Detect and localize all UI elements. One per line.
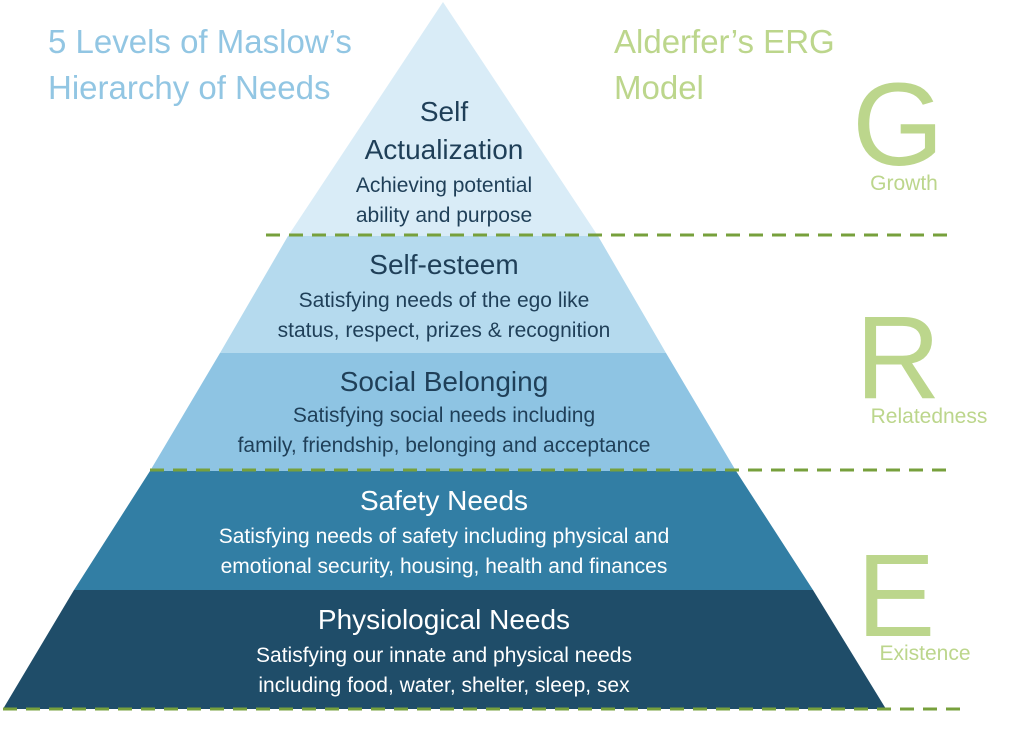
- level-self-esteem-desc-line-2: status, respect, prizes & recognition: [278, 319, 611, 342]
- level-physiological-needs-desc-line-2: including food, water, shelter, sleep, s…: [258, 674, 630, 697]
- maslow-title-line-1: 5 Levels of Maslow’s: [48, 23, 352, 60]
- level-safety-needs-title: Safety Needs: [360, 485, 528, 516]
- level-physiological-needs-desc-line-1: Satisfying our innate and physical needs: [256, 644, 632, 667]
- erg-letter-e: E: [857, 530, 936, 662]
- level-self-actualization-desc-line-1: Achieving potential: [356, 174, 532, 197]
- level-social-belonging-desc-line-1: Satisfying social needs including: [293, 404, 595, 427]
- level-self-actualization-title-line-2: Actualization: [365, 134, 524, 165]
- level-self-esteem-title: Self-esteem: [369, 249, 518, 280]
- level-safety-needs-desc-line-2: emotional security, housing, health and …: [221, 555, 668, 578]
- erg-label-relatedness: Relatedness: [871, 405, 988, 428]
- level-social-belonging-desc-line-2: family, friendship, belonging and accept…: [238, 434, 651, 457]
- level-self-actualization-desc-line-2: ability and purpose: [356, 204, 532, 227]
- level-social-belonging-band: [150, 353, 736, 471]
- level-self-actualization-title: Self: [420, 96, 468, 127]
- maslow-title-line-2: Hierarchy of Needs: [48, 69, 330, 106]
- level-physiological-needs-title: Physiological Needs: [318, 604, 570, 635]
- erg-letter-g: G: [852, 59, 944, 191]
- level-self-actualization-band: [288, 2, 598, 236]
- erg-title-line-1: Alderfer’s ERG: [614, 23, 835, 60]
- erg-letter-r: R: [855, 292, 940, 424]
- level-safety-needs-band: [74, 471, 813, 590]
- level-physiological-needs-band: [3, 590, 886, 709]
- erg-label-growth: Growth: [870, 172, 938, 195]
- level-social-belonging-title: Social Belonging: [340, 366, 549, 397]
- erg-label-existence: Existence: [879, 642, 970, 665]
- level-self-esteem-desc-line-1: Satisfying needs of the ego like: [299, 289, 590, 312]
- erg-title-line-2: Model: [614, 69, 704, 106]
- level-self-esteem-band: [220, 236, 666, 353]
- level-safety-needs-desc-line-1: Satisfying needs of safety including phy…: [219, 525, 670, 548]
